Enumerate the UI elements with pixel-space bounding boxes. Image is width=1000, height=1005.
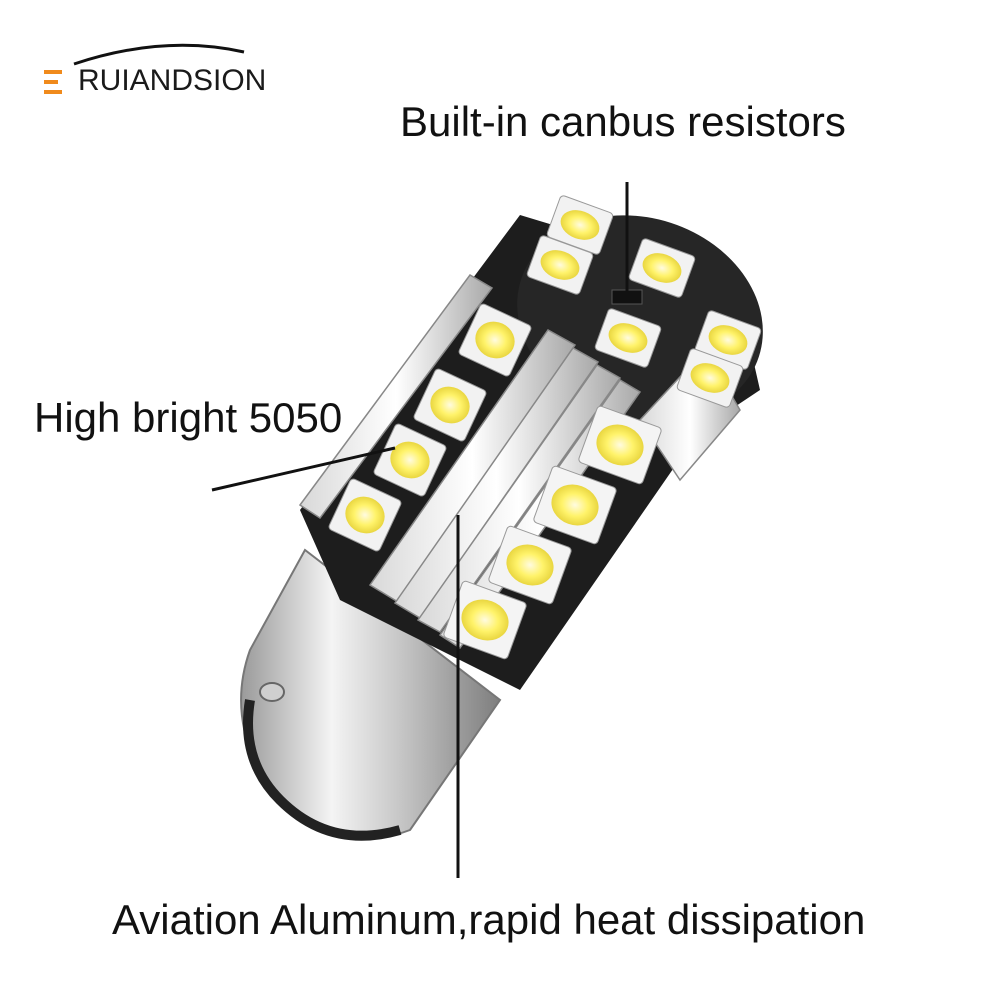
brand-arc-icon <box>44 43 245 94</box>
brand-logo: RUIANDSION <box>44 34 304 104</box>
led-chips-top <box>526 195 762 408</box>
label-canbus-resistors: Built-in canbus resistors <box>400 98 846 145</box>
brand-name: RUIANDSION <box>78 64 267 97</box>
label-high-bright-led: High bright 5050 <box>34 394 343 441</box>
callout-line-leds <box>211 446 396 492</box>
callout-lines <box>211 182 629 878</box>
label-aluminum-housing: Aviation Aluminum,rapid heat dissipation <box>112 896 866 943</box>
led-chips-left <box>328 303 532 552</box>
led-chips-front <box>443 405 662 660</box>
bulb-socket <box>240 548 502 841</box>
